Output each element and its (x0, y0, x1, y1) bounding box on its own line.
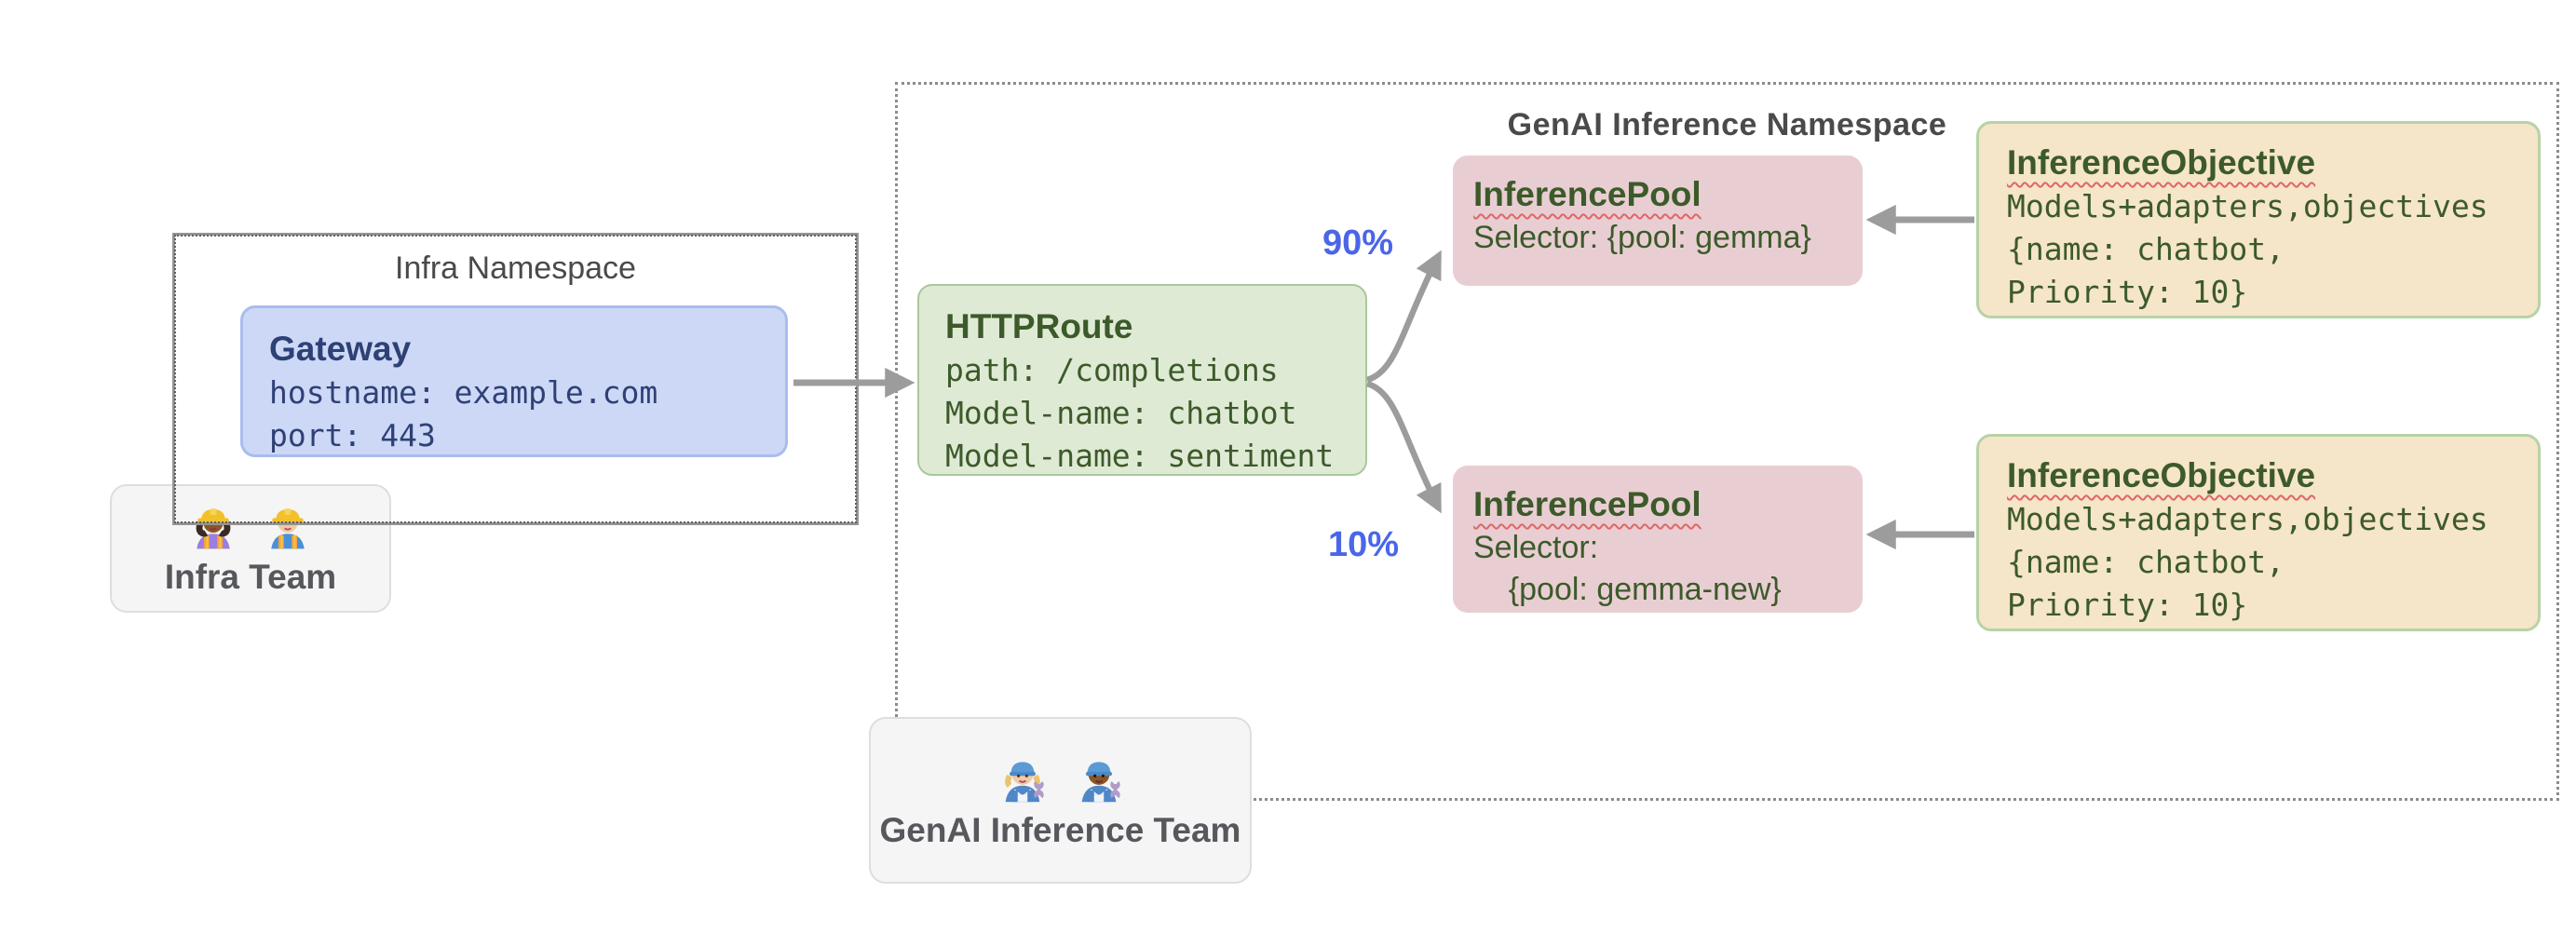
httproute-node: HTTPRoute path: /completions Model-name:… (917, 284, 1367, 476)
gateway-hostname: hostname: example.com (269, 374, 658, 411)
traffic-split-10-label: 10% (1328, 525, 1400, 564)
traffic-split-90-label: 90% (1322, 223, 1394, 263)
genai-team-card: GenAI Inference Team (869, 717, 1252, 884)
inference-pool-gemma-new-title: InferencePool (1473, 485, 1702, 523)
genai-namespace-box: GenAI Inference Namespace (895, 82, 2559, 801)
genai-team-icons (997, 751, 1125, 804)
inference-objective-top-name: {name: chatbot, (2007, 231, 2285, 267)
inference-objective-bottom-title: InferenceObjective (2007, 456, 2316, 494)
inference-objective-bottom-name: {name: chatbot, (2007, 544, 2285, 580)
inference-objective-bottom-models: Models+adapters,objectives (2007, 501, 2488, 537)
inference-pool-gemma-selector: Selector: {pool: gemma} (1473, 220, 1811, 255)
man-mechanic-icon (1081, 761, 1120, 802)
inference-objective-top-models: Models+adapters,objectives (2007, 188, 2488, 224)
inference-objective-top-priority: Priority: 10} (2007, 274, 2248, 310)
httproute-model-sentiment: Model-name: sentiment (945, 438, 1335, 474)
inference-pool-gemma-new-selector: Selector: (1473, 530, 1599, 565)
inference-objective-bottom-node: InferenceObjective Models+adapters,objec… (1976, 434, 2541, 631)
genai-team-label: GenAI Inference Team (879, 810, 1241, 849)
woman-mechanic-icon (1004, 761, 1044, 802)
gateway-port: port: 443 (269, 417, 436, 453)
infra-team-card: Infra Team (110, 484, 391, 613)
inference-objective-top-node: InferenceObjective Models+adapters,objec… (1976, 121, 2541, 318)
inference-pool-gemma-title: InferencePool (1473, 175, 1702, 213)
httproute-path: path: /completions (945, 352, 1279, 388)
infra-team-label: Infra Team (164, 558, 337, 596)
httproute-title: HTTPRoute (945, 307, 1133, 345)
inference-objective-bottom-priority: Priority: 10} (2007, 587, 2248, 623)
inference-pool-gemma-new-selector-value: {pool: gemma-new} (1473, 572, 1782, 607)
infra-namespace-title: Infra Namespace (395, 250, 636, 286)
gateway-title: Gateway (269, 330, 412, 368)
gateway-node: Gateway hostname: example.com port: 443 (240, 305, 788, 457)
genai-namespace-title: GenAI Inference Namespace (1507, 107, 1947, 142)
woman-construction-worker-icon (196, 508, 231, 549)
inference-pool-gemma-new-node: InferencePool Selector: {pool: gemma-new… (1453, 466, 1863, 613)
inference-objective-top-title: InferenceObjective (2007, 143, 2316, 182)
infra-team-icons (188, 500, 313, 550)
man-construction-worker-icon (271, 508, 305, 549)
httproute-model-chatbot: Model-name: chatbot (945, 395, 1297, 431)
inference-pool-gemma-node: InferencePool Selector: {pool: gemma} (1453, 156, 1863, 286)
